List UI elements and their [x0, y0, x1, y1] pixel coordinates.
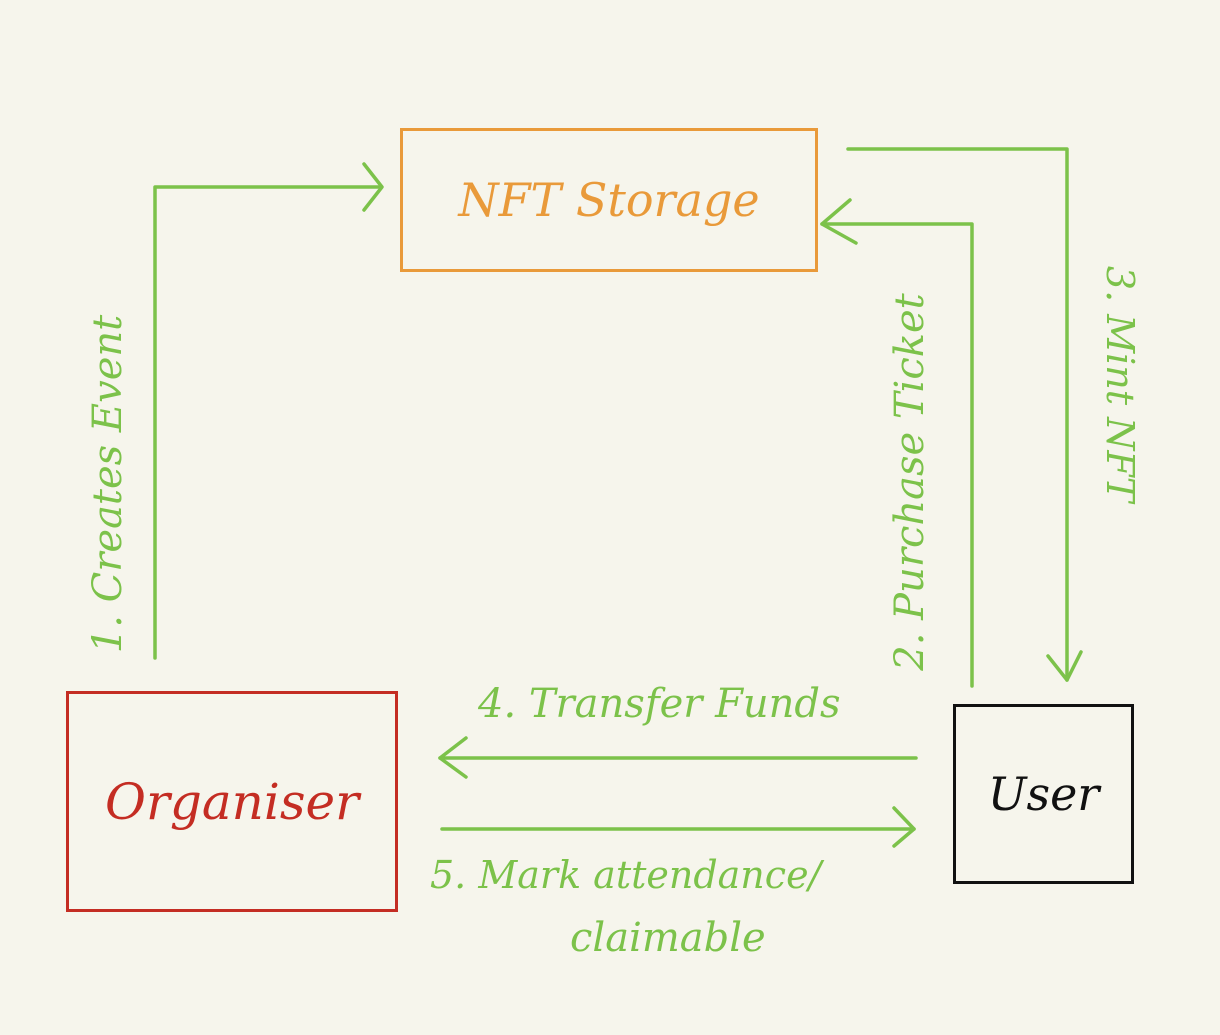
user-node: User	[953, 704, 1134, 884]
organiser-node: Organiser	[66, 691, 398, 912]
nft-storage-label: NFT Storage	[458, 173, 760, 227]
organiser-label: Organiser	[104, 772, 360, 831]
nft-storage-node: NFT Storage	[400, 128, 818, 272]
create-event-label: 1. Creates Event	[85, 314, 131, 654]
arrow-mark-attendance-head	[892, 806, 916, 848]
arrow-purchase-ticket-head	[820, 198, 858, 245]
claimable-label: claimable	[570, 915, 766, 961]
purchase-ticket-label: 2. Purchase Ticket	[887, 293, 933, 671]
arrow-create-event	[153, 185, 380, 660]
arrow-transfer-funds-head	[438, 736, 468, 779]
mint-nft-label: 3. Mint NFT	[1098, 265, 1142, 503]
arrow-mint-nft	[846, 147, 1069, 682]
mark-attendance-label: 5. Mark attendance/	[430, 853, 822, 897]
arrow-purchase-ticket	[820, 222, 974, 688]
arrow-create-event-head	[362, 162, 384, 212]
user-label: User	[987, 767, 1100, 821]
arrow-mint-nft-head	[1046, 650, 1083, 682]
transfer-funds-label: 4. Transfer Funds	[478, 681, 841, 727]
